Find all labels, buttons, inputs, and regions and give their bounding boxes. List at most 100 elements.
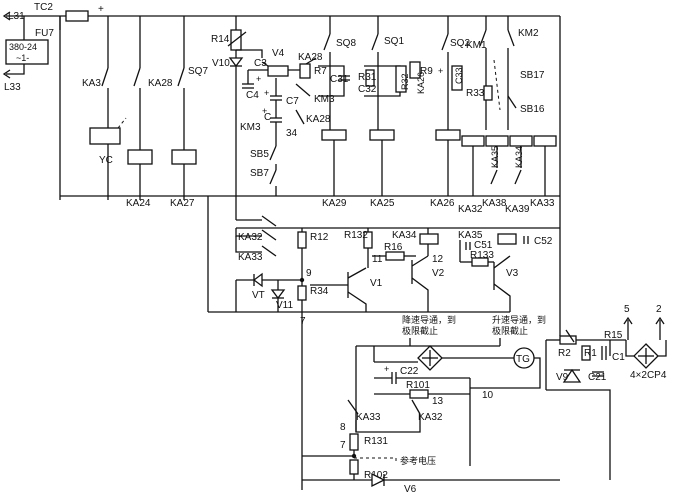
label-km2: KM2: [518, 28, 539, 39]
label-sq7: SQ7: [188, 66, 208, 77]
label-r131: R131: [364, 436, 388, 447]
label-tc2: TC2: [34, 2, 53, 13]
svg-text:+: +: [262, 106, 267, 116]
label-r31: R31: [358, 72, 377, 83]
diode-v11: [270, 289, 286, 300]
label-r15: R15: [604, 330, 623, 341]
label-sb16: SB16: [520, 104, 545, 115]
coil-ka27: [171, 149, 197, 165]
label-tg: TG: [516, 354, 530, 365]
label-r9: R9: [420, 66, 433, 77]
label-sb17: SB17: [520, 70, 545, 81]
coil-ka32: [461, 135, 485, 147]
label-ka3: KA3: [82, 78, 101, 89]
label-ka28: KA28: [148, 78, 173, 89]
label-ka26: KA26: [430, 198, 455, 209]
coil-amp-ka34: [419, 233, 439, 245]
label-r1: R1: [584, 348, 597, 359]
coil-yc: [89, 127, 121, 145]
label-r32: R32: [400, 73, 410, 90]
diode-v10: [228, 57, 244, 68]
resistor-r7: [299, 63, 311, 79]
label-amp-ka33: KA33: [238, 252, 263, 263]
label-out5: 5: [624, 304, 630, 315]
label-c52: C52: [534, 236, 553, 247]
coil-ka26: [435, 129, 461, 141]
label-c4: C4: [246, 90, 259, 101]
label-fu7: FU7: [35, 28, 54, 39]
label-r16: R16: [384, 242, 403, 253]
note-accel: 升速导通，到极限截止: [492, 314, 546, 337]
resistor-v4: [267, 65, 289, 77]
label-ka29: KA29: [322, 198, 347, 209]
label-c7: C7: [286, 96, 299, 107]
label-r132: R132: [344, 230, 368, 241]
label-ka35: KA35: [490, 146, 500, 168]
coil-ka25: [369, 129, 395, 141]
feedback-section: 降速导通，到极限截止 升速导通，到极限截止 TG + C22 R101 13 1…: [302, 196, 667, 495]
limit-switch-columns: SQ8 C31 KA29 SQ1 R31 C32 R32 KA25 R9 KA2…: [318, 16, 470, 209]
svg-text:+: +: [384, 364, 389, 374]
label-r33: R33: [466, 88, 485, 99]
label-c22: C22: [400, 366, 419, 377]
label-transformer: 380-24: [9, 42, 37, 52]
label-c21: C21: [588, 372, 607, 383]
resistor-r33: [483, 85, 493, 101]
label-ka33: KA33: [530, 198, 555, 209]
label-fb-n7: 7: [340, 440, 346, 451]
resistor-r2: [559, 335, 577, 345]
coil-amp-ka35: [497, 233, 517, 245]
label-c32: C32: [358, 84, 377, 95]
resistor-r31: [365, 69, 375, 87]
label-km3-lower: KM3: [240, 122, 261, 133]
label-ka28-upper: KA28: [298, 52, 323, 63]
label-sq8: SQ8: [336, 38, 356, 49]
label-n13: 13: [432, 396, 444, 407]
label-r7: R7: [314, 66, 327, 77]
label-bridge: 4×2CP4: [630, 370, 667, 381]
label-amp-ka35: KA35: [458, 230, 483, 241]
transformer-box: [5, 39, 49, 65]
svg-text:+: +: [438, 66, 443, 76]
label-sb7: SB7: [250, 168, 269, 179]
resistor-r12: [297, 231, 307, 249]
label-yc: YC: [99, 155, 113, 166]
amplifier-section: KA32 KA33 R12 R132 KA34 R16 KA35 C51 C52…: [208, 227, 560, 490]
label-r34: R34: [310, 286, 329, 297]
label-v1: V1: [370, 278, 383, 289]
zener-v9: [562, 368, 582, 383]
motor-contactor-columns: KM1 R33 KM2 SB17 SB16 KA35 KA34 KA32 KA3…: [458, 16, 561, 215]
label-vt: VT: [252, 290, 265, 301]
label-fb-ka33: KA33: [356, 412, 381, 423]
coil-ka29: [321, 129, 347, 141]
label-ka39: KA39: [505, 204, 530, 215]
label-n12: 12: [432, 254, 444, 265]
label-c: C: [264, 112, 271, 123]
timing-section: R14 V10 V4 C3 KA28 R7 C4 + C7 + KM3 C +: [211, 16, 335, 227]
label-sb5: SB5: [250, 149, 269, 160]
label-sq2: SQ2: [450, 38, 470, 49]
label-v9: V9: [556, 372, 569, 383]
label-ka26-vert: KA26: [416, 72, 426, 94]
label-km1: KM1: [466, 40, 487, 51]
label-sq1: SQ1: [384, 36, 404, 47]
label-v11: V11: [276, 300, 293, 311]
label-fb-ka32: KA32: [418, 412, 443, 423]
label-ka25: KA25: [370, 198, 395, 209]
label-n10: 10: [482, 390, 494, 401]
label-amp-n7: 7: [300, 316, 306, 327]
coil-ka33: [533, 135, 557, 147]
diode-v6: [371, 472, 386, 488]
label-ka34: KA34: [514, 146, 524, 168]
label-r12: R12: [310, 232, 329, 243]
label-v3: V3: [506, 268, 519, 279]
label-l33: L33: [4, 82, 21, 93]
label-c1: C1: [612, 352, 625, 363]
svg-text:+: +: [256, 74, 261, 84]
label-r133: R133: [470, 250, 494, 261]
label-ka24: KA24: [126, 198, 151, 209]
label-ka32: KA32: [458, 204, 483, 215]
resistor-r16: [385, 251, 405, 261]
label-n9: 9: [306, 268, 312, 279]
label-c3: C3: [254, 58, 267, 69]
